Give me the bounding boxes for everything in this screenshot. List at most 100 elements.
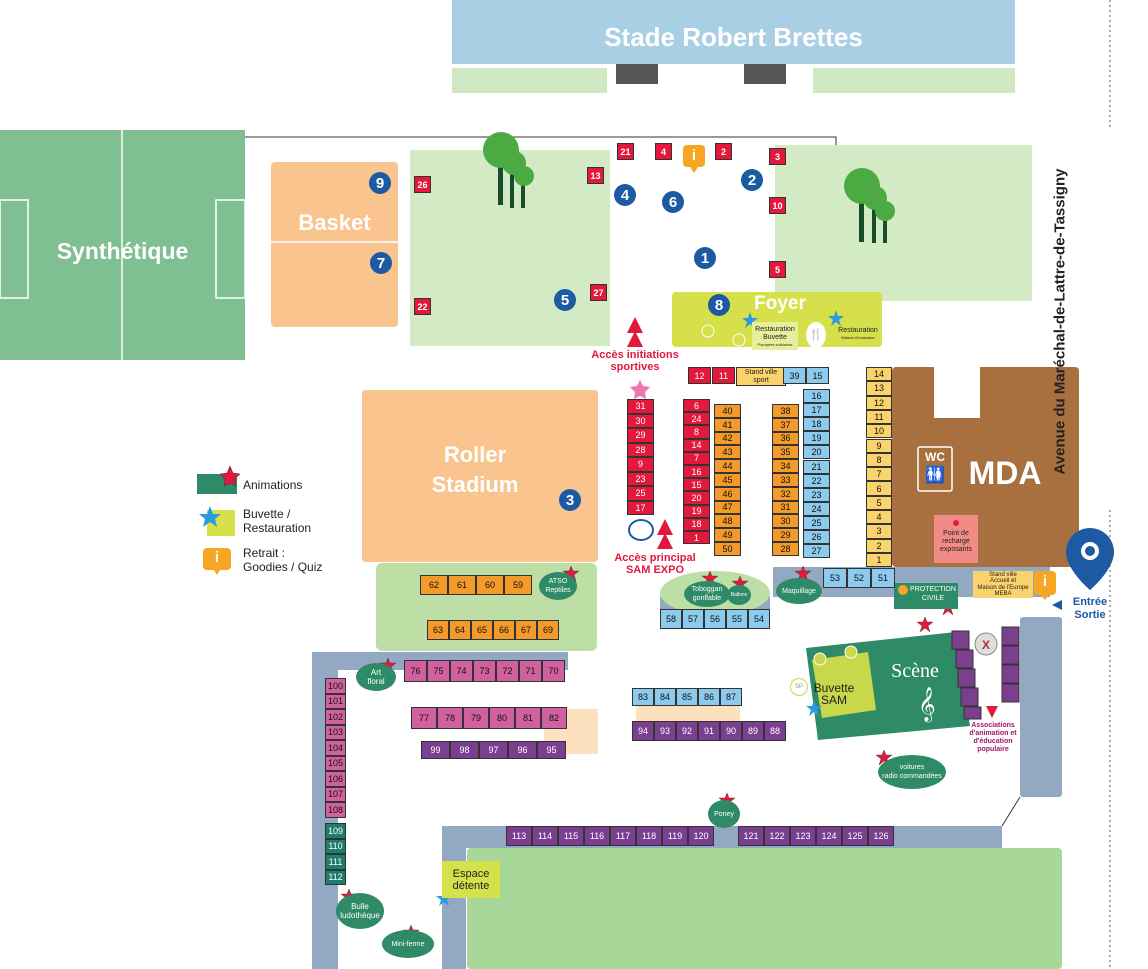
stand-97: 97 — [479, 741, 508, 759]
stand-55: 55 — [726, 609, 748, 629]
stand-5: 5 — [866, 495, 892, 510]
stand-53: 53 — [823, 568, 847, 588]
stand-23: 23 — [627, 471, 654, 486]
stand-34: 34 — [772, 459, 799, 473]
stand-36: 36 — [772, 431, 799, 446]
stand-72: 72 — [496, 660, 519, 682]
stand-69: 69 — [537, 620, 559, 640]
stand-112: 112 — [325, 869, 346, 885]
protection-civile-label: PROTECTION CIVILE — [910, 586, 956, 602]
stand-73: 73 — [473, 660, 496, 682]
stand-99: 99 — [421, 741, 450, 759]
wc-label: WC — [925, 450, 945, 464]
stade-gate-left — [616, 64, 658, 84]
stand-57: 57 — [682, 609, 704, 629]
stand-13: 13 — [866, 381, 892, 396]
stand-48: 48 — [714, 514, 741, 529]
stand-60: 60 — [476, 575, 504, 595]
oval-voitures-label: voitures radio commandées — [882, 764, 942, 780]
stand-111: 111 — [325, 854, 346, 870]
oval-ballons: Ballons — [727, 585, 751, 605]
stand-108: 108 — [325, 802, 346, 818]
stand-41: 41 — [714, 417, 741, 432]
access-init-arrow-icon-2 — [627, 331, 643, 347]
zone-marker-2: 2 — [741, 169, 763, 191]
lawn-bottom — [467, 848, 1062, 969]
stand-115: 115 — [558, 826, 584, 846]
info-i-top-icon: i — [691, 147, 697, 164]
lawn-right — [775, 145, 1032, 301]
stand-59: 59 — [504, 575, 532, 595]
synthetique-label: Synthétique — [56, 238, 189, 264]
oval-atso-label: ATSO Reptiles — [545, 578, 571, 594]
zone-marker-9: 9 — [369, 172, 391, 194]
stand-8: 8 — [683, 425, 710, 439]
stand-87: 87 — [720, 688, 742, 706]
stand-ville-sport: Stand ville sport — [736, 367, 786, 386]
stand-84: 84 — [654, 688, 676, 706]
path-connector — [1001, 796, 1021, 827]
stand-117: 117 — [610, 826, 636, 846]
stand-96: 96 — [508, 741, 537, 759]
synthetique-goal-right — [215, 199, 246, 299]
buvette-sam-label: Buvette SAM — [813, 681, 855, 707]
oval-toboggan: Toboggan gonflable — [684, 581, 730, 607]
resto2-sub: Maison Drouinaise — [841, 334, 875, 340]
red-marker-21: 21 — [617, 143, 634, 160]
stand-122: 122 — [764, 826, 790, 846]
stand-28: 28 — [772, 542, 799, 556]
trees-left — [483, 132, 534, 208]
foyer-dot-1 — [701, 324, 715, 338]
stand-9: 9 — [866, 438, 892, 453]
legend-animations-label: Animations — [243, 478, 303, 492]
stand-21: 21 — [803, 459, 830, 474]
stand-19: 19 — [803, 431, 830, 446]
synthetique-goal-left — [0, 199, 29, 299]
oval-mini-ferme: Mini-ferme — [382, 930, 434, 958]
stand-61: 61 — [448, 575, 476, 595]
stand-29: 29 — [772, 528, 799, 542]
stand-116: 116 — [584, 826, 610, 846]
zone-87-bg — [636, 704, 740, 722]
stand-79: 79 — [463, 707, 489, 729]
oval-art-floral: Art floral — [356, 663, 396, 691]
stand-15: 15 — [683, 478, 710, 492]
stand-114: 114 — [532, 826, 558, 846]
trees-right — [844, 168, 895, 243]
zone-marker-5: 5 — [554, 289, 576, 311]
stand-92: 92 — [676, 721, 698, 741]
stand-12: 12 — [866, 395, 892, 410]
red-marker-2: 2 — [715, 143, 732, 160]
sam-logo-icon: SP — [790, 678, 808, 696]
stand-8: 8 — [866, 452, 892, 468]
stand-31: 31 — [627, 399, 654, 414]
stand-74: 74 — [450, 660, 473, 682]
info-icon-top — [683, 145, 705, 173]
stand-75: 75 — [427, 660, 450, 682]
access-init-arrow-icon — [627, 317, 643, 333]
stand-39: 39 — [783, 367, 806, 384]
mda-label: MDA — [968, 455, 1042, 491]
stand-35: 35 — [772, 445, 799, 460]
stand-24: 24 — [803, 501, 830, 516]
wc-people-icon: 🚻 — [925, 465, 945, 484]
scene-stage — [806, 632, 970, 740]
stand-23: 23 — [803, 487, 830, 502]
stand-46: 46 — [714, 486, 741, 501]
stand-51: 51 — [871, 568, 895, 588]
buvette-stars — [436, 310, 844, 906]
purple-stands-scene — [951, 626, 1020, 720]
asso-anim-label: Associations d'animation et d'éducation … — [969, 722, 1017, 753]
stand-28: 28 — [627, 442, 654, 457]
stand-17: 17 — [803, 403, 830, 418]
stand-16: 16 — [803, 389, 830, 404]
stand-9: 9 — [627, 457, 654, 472]
stand-10: 10 — [866, 424, 892, 439]
oval-bulle: Bulle ludothèque — [336, 893, 384, 929]
pink-star-icon — [630, 380, 650, 399]
stand-38: 38 — [772, 404, 799, 418]
stand-19: 19 — [683, 504, 710, 518]
stand-89: 89 — [742, 721, 764, 741]
asso-logo-icon: X — [974, 632, 998, 656]
